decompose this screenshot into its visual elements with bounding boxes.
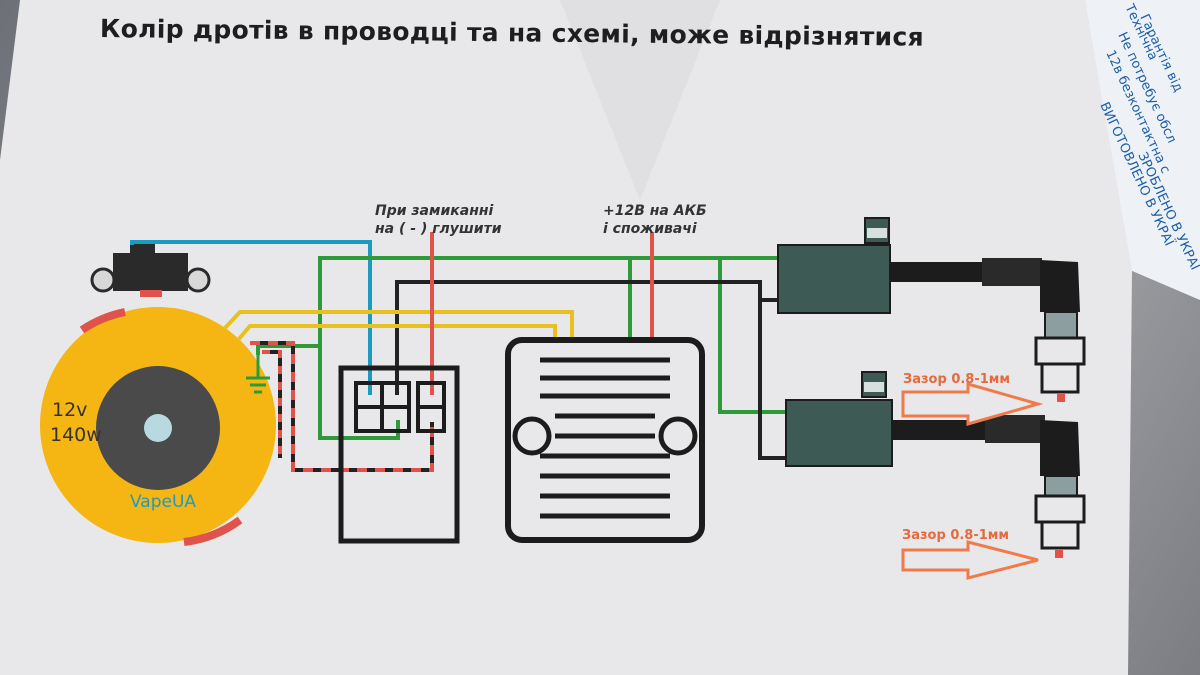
gap-arrow-bottom [901,540,1039,580]
power-note: +12В на АКБ і споживачі [603,202,707,238]
ignition-coil-icon [785,371,1045,467]
gap-arrow-top [901,382,1044,426]
wire-yellow-2 [236,324,557,342]
stator-voltage: 12v [52,399,88,421]
stator-power: 140w [50,424,102,446]
kill-switch-note-line-1: При замиканні [375,203,494,219]
stator [40,307,276,546]
stator-magnet-top [79,308,126,334]
ground-icon [246,355,270,394]
wire-yellow-1 [223,310,574,338]
spark-gap-label-top: Зазор 0.8-1мм [903,372,1011,387]
kill-switch-note-line-2: на ( - ) глушити [375,221,502,237]
ignition-coil-icon [777,217,1042,314]
spark-gap-label-bottom: Зазор 0.8-1мм [902,528,1010,543]
paper-fold-shadow [560,0,720,200]
power-note-line-2: і споживачі [603,221,697,237]
wire-green-coil-2 [718,258,790,414]
kill-switch-note: При замиканні на ( - ) глушити [375,202,502,238]
cdi-box [338,365,460,544]
spark-plug-icon [1034,420,1086,558]
power-note-line-1: +12В на АКБ [603,203,707,219]
pickup-sensor-icon [90,240,211,297]
wire-red-black-dashed [250,341,434,472]
spark-plug-icon [1034,260,1086,402]
wire-black-coil-1 [758,282,780,302]
rotor-hub [144,414,172,442]
stator-brand: VapeUA [130,492,197,512]
stator-magnet-bottom [183,516,243,546]
regulator-icon [505,337,705,543]
side-sheet [1085,0,1200,300]
wire-blue [130,240,372,395]
